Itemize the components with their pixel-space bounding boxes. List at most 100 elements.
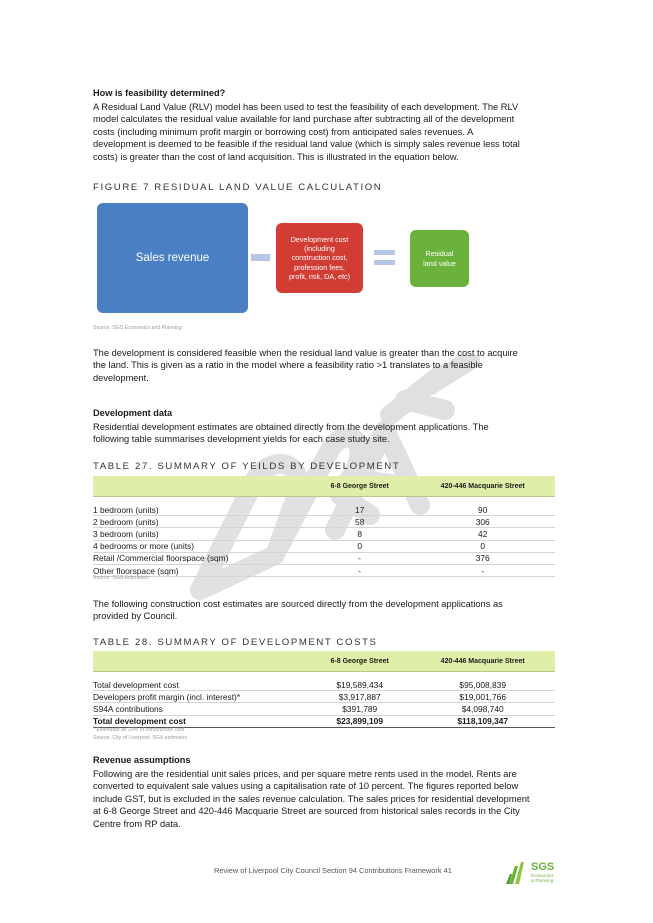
revenue-heading: Revenue assumptions bbox=[93, 755, 191, 765]
cell-value: $3,917,887 bbox=[309, 690, 411, 704]
development-data-heading: Development data bbox=[93, 408, 173, 418]
equals-bar-bottom bbox=[374, 260, 395, 265]
table-header-row: 6-8 George Street 420-446 Macquarie Stre… bbox=[93, 651, 555, 672]
row-label: 4 bedrooms or more (units) bbox=[93, 540, 309, 553]
row-label: 1 bedroom (units) bbox=[93, 504, 309, 517]
table-header-cell: 6-8 George Street bbox=[309, 476, 411, 497]
cell-value: - bbox=[309, 552, 411, 565]
feasible-paragraph: The development is considered feasible w… bbox=[93, 347, 561, 384]
development-costs-table: 6-8 George Street 420-446 Macquarie Stre… bbox=[93, 651, 555, 728]
sales-revenue-box: Sales revenue bbox=[97, 203, 248, 313]
table28-note: * Estimated as 20% of construction cost bbox=[93, 727, 185, 733]
paragraph-line: The development is considered feasible w… bbox=[93, 348, 518, 358]
cell-value: 42 bbox=[410, 527, 555, 541]
sgs-logo: SGS Economics & Planning bbox=[505, 858, 565, 888]
cell-value: $4,098,740 bbox=[410, 702, 555, 716]
logo-name: SGS bbox=[531, 861, 555, 873]
residual-line: land value bbox=[423, 258, 456, 268]
cell-value: $118,109,347 bbox=[410, 715, 555, 728]
revenue-paragraph: Following are the residential unit sales… bbox=[93, 768, 561, 830]
row-label: Other floorspace (sqm) bbox=[93, 564, 309, 578]
table-header-cell: 420-446 Macquarie Street bbox=[410, 476, 555, 497]
row-label: Developers profit margin (incl. interest… bbox=[93, 690, 309, 704]
cell-value: - bbox=[410, 564, 555, 578]
paragraph-line: the land. This is given as a ratio in th… bbox=[93, 360, 483, 371]
row-label: Total development cost bbox=[93, 715, 309, 728]
cell-value: $19,001,766 bbox=[410, 690, 555, 704]
cost-line: Development cost bbox=[290, 234, 349, 244]
paragraph-line: at 6-8 George Street and 420-446 Macquar… bbox=[93, 806, 520, 817]
paragraph-line: The following construction cost estimate… bbox=[93, 599, 503, 609]
paragraph-line: A Residual Land Value (RLV) model has be… bbox=[93, 102, 519, 112]
figure-source: Source: SGS Economics and Planning bbox=[93, 325, 182, 331]
feasibility-paragraph: A Residual Land Value (RLV) model has be… bbox=[93, 101, 561, 163]
table28-title: Table 28. Summary of development costs bbox=[93, 637, 378, 648]
figure-title: Figure 7 Residual Land Value Calculation bbox=[93, 182, 383, 193]
paragraph-line: costs) is greater than the cost of land … bbox=[93, 151, 459, 162]
construction-paragraph: The following construction cost estimate… bbox=[93, 598, 561, 623]
cell-value: 90 bbox=[410, 504, 555, 517]
cell-value: $391,789 bbox=[309, 702, 411, 716]
cell-value: 376 bbox=[410, 552, 555, 565]
cell-value: 8 bbox=[309, 527, 411, 541]
table-row: 2 bedroom (units) 58 306 bbox=[93, 515, 555, 529]
residual-line: Residual bbox=[425, 249, 454, 259]
page-footer: Review of Liverpool City Council Section… bbox=[214, 866, 452, 875]
table-header-cell bbox=[93, 476, 309, 497]
development-cost-box: Development cost (including construction… bbox=[276, 223, 363, 293]
paragraph-line: Following are the residential unit sales… bbox=[93, 769, 517, 779]
paragraph-line: model calculates the residual value avai… bbox=[93, 114, 515, 125]
cost-line: (including bbox=[304, 244, 335, 254]
paragraph-line: converted to equivalent sale values usin… bbox=[93, 781, 519, 792]
cell-value: 0 bbox=[410, 540, 555, 553]
table27-title: Table 27. Summary of yeilds by developme… bbox=[93, 461, 401, 472]
minus-sign bbox=[251, 254, 270, 261]
table27-source: Source: SGS Estimation bbox=[93, 575, 149, 581]
equals-bar-top bbox=[374, 250, 395, 255]
cell-value: $23,899,109 bbox=[309, 715, 411, 728]
row-label: 3 bedroom (units) bbox=[93, 527, 309, 541]
table-row: Other floorspace (sqm) - - bbox=[93, 564, 555, 578]
cell-value: 306 bbox=[410, 515, 555, 529]
cell-value: 17 bbox=[309, 504, 411, 517]
table-header-cell bbox=[93, 651, 309, 672]
row-label: Total development cost bbox=[93, 679, 309, 692]
row-label: 2 bedroom (units) bbox=[93, 515, 309, 529]
logo-subtitle-line: & Planning bbox=[531, 878, 554, 883]
table-row: 1 bedroom (units) 17 90 bbox=[93, 504, 555, 517]
cell-value: 58 bbox=[309, 515, 411, 529]
paragraph-line: include GST, but is excluded in the sale… bbox=[93, 793, 530, 804]
table-header-cell: 420-446 Macquarie Street bbox=[410, 651, 555, 672]
cost-line: profession fees, bbox=[294, 262, 345, 272]
table-row: 4 bedrooms or more (units) 0 0 bbox=[93, 540, 555, 553]
paragraph-line: provided by Council. bbox=[93, 611, 178, 622]
table28-source: Source: City of Liverpool, SGS estimates bbox=[93, 735, 187, 741]
development-data-paragraph: Residential development estimates are ob… bbox=[93, 421, 561, 446]
cell-value: 0 bbox=[309, 540, 411, 553]
paragraph-line: costs (including minimum profit margin o… bbox=[93, 126, 474, 137]
cost-line: profit, risk, DA, etc) bbox=[288, 271, 351, 281]
row-label: Retail /Commercial floorspace (sqm) bbox=[93, 552, 309, 565]
cost-line: construction cost, bbox=[291, 253, 348, 263]
cell-value: - bbox=[309, 564, 411, 578]
table-header-row: 6-8 George Street 420-446 Macquarie Stre… bbox=[93, 476, 555, 497]
paragraph-line: Residential development estimates are ob… bbox=[93, 422, 489, 432]
paragraph-line: following table summarises development y… bbox=[93, 434, 390, 445]
cell-value: $19,589,434 bbox=[309, 679, 411, 692]
row-label: S94A contributions bbox=[93, 702, 309, 716]
table-header-cell: 6-8 George Street bbox=[309, 651, 411, 672]
feasibility-heading: How is feasibility determined? bbox=[93, 88, 226, 98]
cell-value: $95,008,839 bbox=[410, 679, 555, 692]
logo-subtitle-line: Economics bbox=[531, 873, 554, 878]
table-row: Developers profit margin (incl. interest… bbox=[93, 690, 555, 704]
table-row: 3 bedroom (units) 8 42 bbox=[93, 527, 555, 541]
sales-revenue-label: Sales revenue bbox=[135, 252, 210, 264]
sgs-leaf-icon bbox=[506, 862, 524, 884]
paragraph-line: development is deemed to be feasible if … bbox=[93, 139, 520, 150]
table-row: Retail /Commercial floorspace (sqm) - 37… bbox=[93, 552, 555, 565]
yields-table: 6-8 George Street 420-446 Macquarie Stre… bbox=[93, 476, 555, 578]
residual-land-value-box: Residual land value bbox=[410, 230, 469, 287]
paragraph-line: Centre from RP data. bbox=[93, 818, 181, 829]
logo-subtitle: Economics & Planning bbox=[531, 873, 553, 883]
